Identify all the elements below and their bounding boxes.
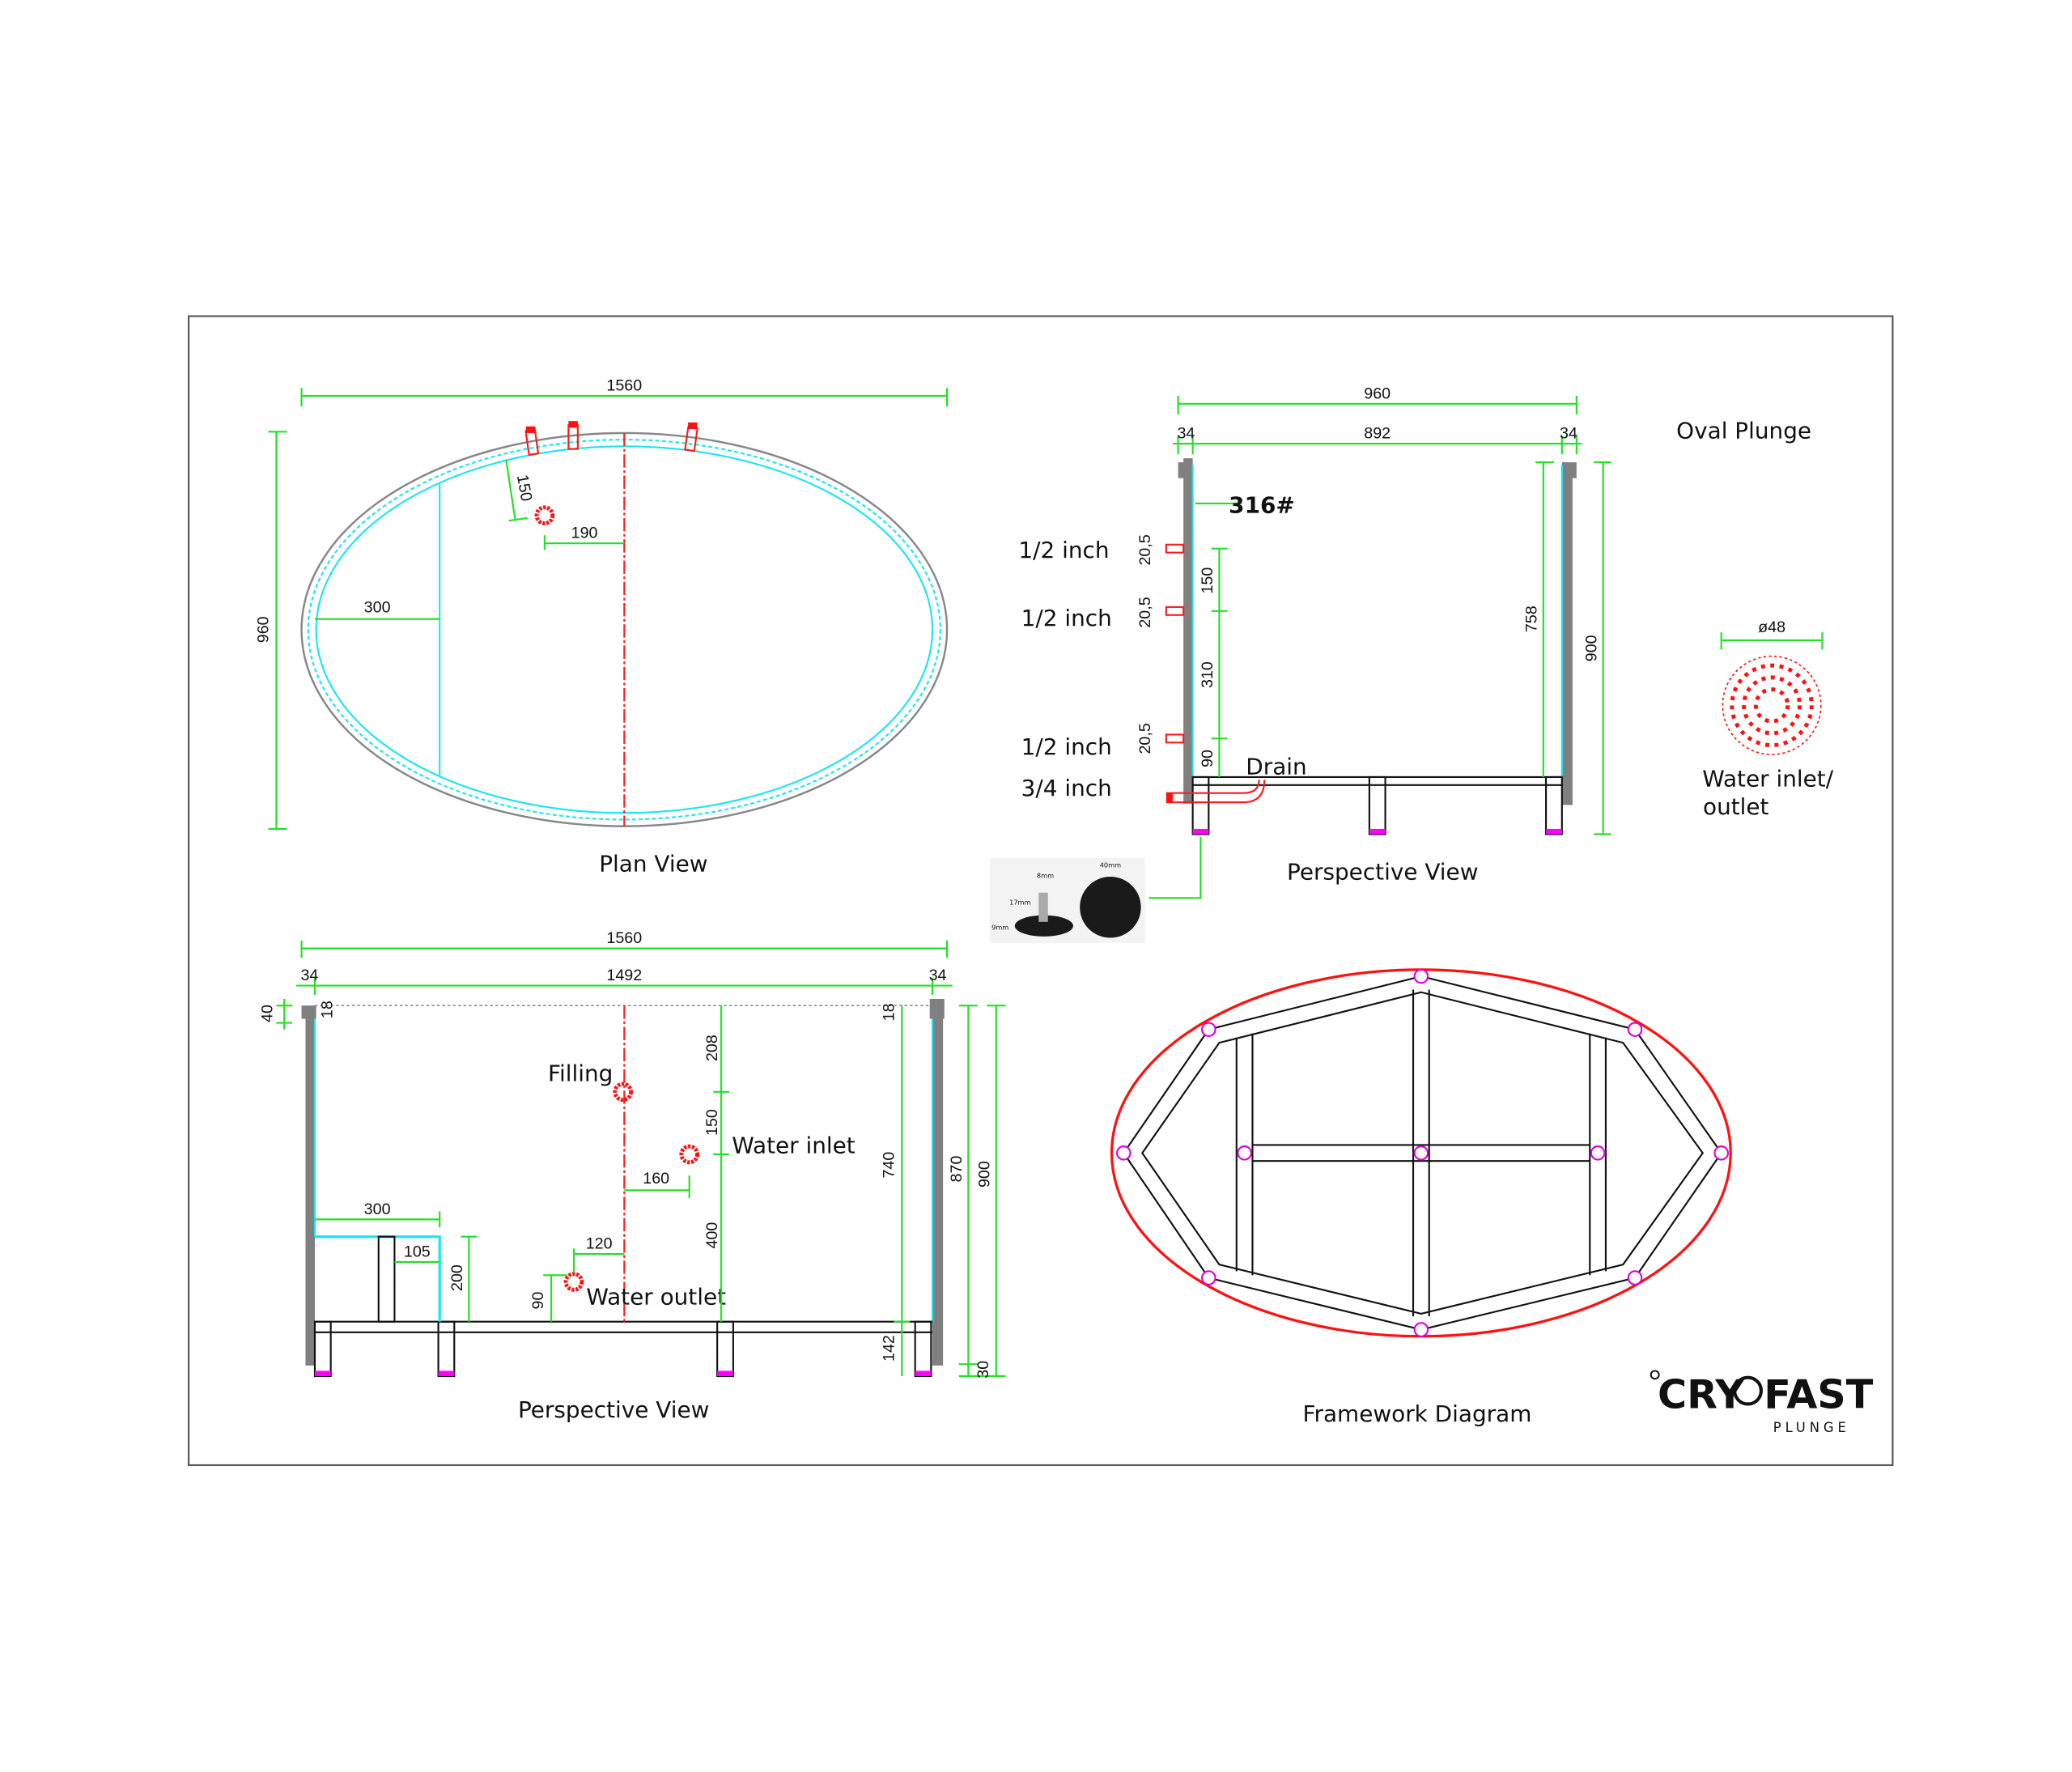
drawing-frame: [188, 315, 1894, 1467]
dim-nozzle-diameter: ø48: [1758, 618, 1785, 636]
drain-pipe: [1166, 780, 1266, 804]
left-wall: [1183, 458, 1193, 804]
material-label: 316#: [1229, 491, 1295, 518]
dim-inlet-offset: 190: [571, 525, 598, 542]
dim-inner-height: 758: [1523, 606, 1541, 632]
filling-marker: [613, 1081, 633, 1103]
dim-width: 960: [255, 616, 273, 643]
dim-wall-left: 34: [300, 967, 318, 984]
side-view-label: Perspective View: [1287, 858, 1478, 885]
legs: [313, 1320, 932, 1378]
dim-inlet-depth: 150: [513, 474, 535, 503]
svg-text:CRY: CRY: [1658, 1370, 1745, 1417]
dim-inner: 892: [1364, 425, 1391, 443]
dim-740: 740: [880, 1152, 898, 1179]
water-inlet-label: Water inlet: [732, 1132, 856, 1158]
dim-90: 90: [1199, 750, 1216, 767]
pipe-size-4: 3/4 inch: [1021, 775, 1112, 801]
dim-142: 142: [880, 1335, 898, 1362]
dim-pipe3: 20,5: [1136, 723, 1154, 754]
seat: [314, 1235, 441, 1322]
right-wall: [1561, 465, 1573, 805]
dim-90: 90: [529, 1291, 547, 1309]
dim-150: 150: [703, 1109, 721, 1136]
legs: [1191, 776, 1563, 835]
water-inlet-marker: [679, 1144, 700, 1165]
seat-leg: [377, 1235, 396, 1323]
dim-870: 870: [948, 1156, 966, 1183]
water-outlet-marker: [563, 1272, 584, 1292]
product-title: Oval Plunge: [1676, 418, 1811, 444]
nozzle-label-1: Water inlet/: [1702, 765, 1833, 792]
svg-text:17mm: 17mm: [1009, 898, 1030, 906]
dim-length: 1560: [606, 929, 642, 947]
dim-width: 960: [1364, 385, 1391, 402]
svg-text:8mm: 8mm: [1037, 872, 1054, 880]
dim-120: 120: [586, 1234, 613, 1252]
side-view: 960 892 34 34 316# 1/2 inch 1/2 inch 1/2…: [989, 385, 1611, 944]
pipe-size-1: 1/2 inch: [1018, 537, 1109, 563]
dim-rim: 40: [258, 1005, 276, 1022]
framework-label: Framework Diagram: [1303, 1400, 1532, 1427]
dim-pipe2: 20,5: [1136, 597, 1154, 627]
pipe-2: [1165, 606, 1185, 616]
dim-length: 1560: [606, 376, 642, 394]
dim-30: 30: [974, 1361, 992, 1379]
drain-label: Drain: [1246, 754, 1306, 780]
dim-150: 150: [1199, 567, 1216, 594]
dim-pipe1: 20,5: [1136, 534, 1154, 565]
nozzle-label-2: outlet: [1703, 793, 1769, 820]
pipe-1: [1165, 543, 1185, 554]
dim-lip-left: 18: [318, 1001, 336, 1018]
brand-logo: CRY FAST PLUNGE: [1650, 1370, 1874, 1435]
pipe-size-3: 1/2 inch: [1021, 733, 1112, 760]
water-inlet-marker: [534, 505, 555, 525]
foot-callout: [1149, 836, 1202, 899]
dim-wall-right: 34: [929, 967, 947, 984]
water-outlet-label: Water outlet: [586, 1283, 726, 1310]
dim-height: 900: [1582, 635, 1600, 661]
dim-160: 160: [643, 1170, 669, 1188]
dim-900: 900: [976, 1161, 994, 1188]
dim-seat: 300: [364, 1200, 391, 1218]
dim-inner: 1492: [606, 967, 642, 984]
dim-400: 400: [703, 1222, 721, 1249]
dim-lip-right: 18: [880, 1003, 898, 1021]
plan-view: 1560 960 300 190 150 Plan View: [255, 376, 949, 877]
dim-wall-right: 34: [1560, 425, 1577, 443]
dim-seat: 300: [364, 598, 391, 616]
pipe-size-2: 1/2 inch: [1021, 605, 1112, 631]
dim-208: 208: [703, 1035, 721, 1061]
svg-text:9mm: 9mm: [991, 924, 1008, 932]
framework-diagram: Framework Diagram: [1110, 968, 1732, 1427]
filling-label: Filling: [548, 1060, 613, 1087]
adjustable-foot-photo: 40mm 8mm 17mm 9mm: [989, 858, 1145, 944]
dim-seat-height: 200: [448, 1264, 466, 1291]
stopwatch-icon: [1733, 1375, 1763, 1406]
nozzle-detail: ø48 Water inlet/ outlet: [1702, 618, 1833, 820]
svg-text:PLUNGE: PLUNGE: [1773, 1420, 1850, 1435]
svg-text:FAST: FAST: [1764, 1370, 1874, 1417]
pipe-nozzles: [524, 421, 698, 456]
front-view: 1560 1492 34 34 40 18 18 Filling Water i…: [258, 929, 1006, 1423]
dim-310: 310: [1199, 661, 1216, 688]
pipe-3: [1165, 733, 1185, 744]
front-view-label: Perspective View: [518, 1396, 709, 1423]
dim-seat-leg: 105: [404, 1243, 431, 1260]
joints: [1116, 968, 1729, 1337]
dim-wall-left: 34: [1177, 425, 1195, 443]
plan-view-label: Plan View: [599, 850, 707, 877]
svg-text:40mm: 40mm: [1100, 861, 1121, 869]
